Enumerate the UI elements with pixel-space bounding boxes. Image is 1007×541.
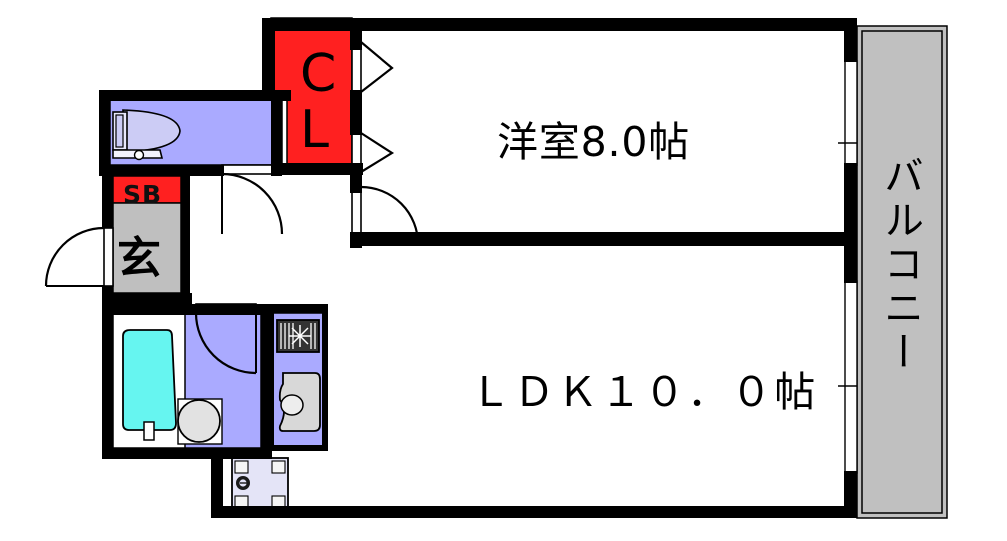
room-label-closet-line1: C xyxy=(300,44,338,104)
kitchen-sink-fixture xyxy=(278,372,321,432)
room-label-washitsu: 洋室8.0帖 xyxy=(497,118,691,166)
closet-folding-doors xyxy=(351,37,395,175)
gas-stove-fixture xyxy=(276,319,320,353)
washbasin-fixture xyxy=(177,398,223,445)
balcony-sliding-window-lower xyxy=(838,280,858,474)
walls xyxy=(99,18,857,518)
washing-machine-pan xyxy=(231,457,289,512)
room-label-balcony: バルコニー xyxy=(877,155,923,375)
room-label-genkan: 玄 xyxy=(117,233,162,284)
bathtub-fixture xyxy=(122,329,177,441)
balcony-sliding-window-upper xyxy=(838,60,858,166)
room-label-closet-line2: L xyxy=(300,100,331,160)
room-label-shoebox: SB xyxy=(123,180,163,209)
room-label-ldk: ＬＤＫ１０．０帖 xyxy=(470,368,818,416)
toilet-fixture xyxy=(112,109,181,161)
balcony-area xyxy=(856,25,948,519)
entrance-door xyxy=(44,226,114,287)
